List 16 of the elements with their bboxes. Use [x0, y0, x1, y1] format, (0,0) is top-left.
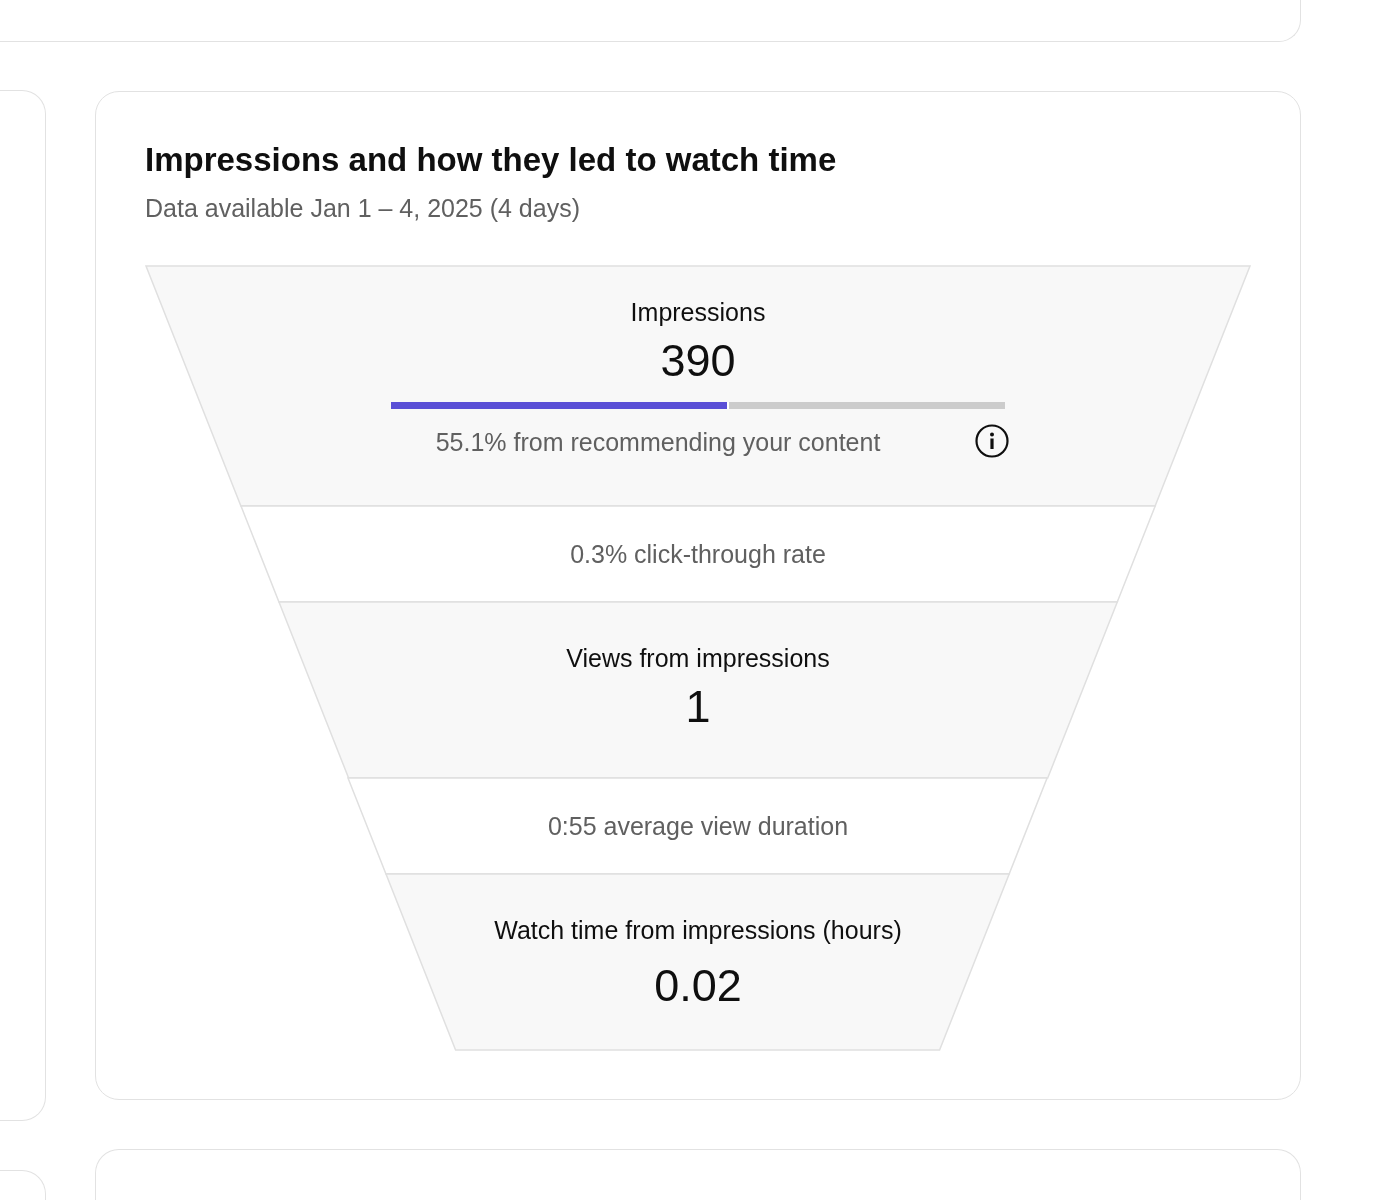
funnel-band: [386, 874, 1010, 1050]
metric-value: 1: [685, 681, 711, 733]
metric-note: 0.3% click-through rate: [570, 539, 826, 569]
date-range-text: Data available Jan 1 – 4, 2025 (4 days): [145, 193, 580, 223]
funnel-band: [240, 506, 1156, 602]
metric-note: 0:55 average view duration: [547, 811, 849, 841]
funnel-band: [278, 602, 1118, 778]
metric-value: 0.02: [654, 960, 742, 1012]
metric-label: Watch time from impressions (hours): [494, 915, 902, 945]
funnel-band: [146, 266, 1250, 506]
card-title: Impressions and how they led to watch time: [145, 140, 837, 180]
metric-label: Impressions: [630, 297, 766, 327]
funnel-band: [348, 778, 1048, 874]
metric-label: Views from impressions: [566, 643, 830, 673]
metric-value: 390: [660, 335, 736, 387]
metric-note: 55.1% from recommending your content: [435, 427, 881, 457]
